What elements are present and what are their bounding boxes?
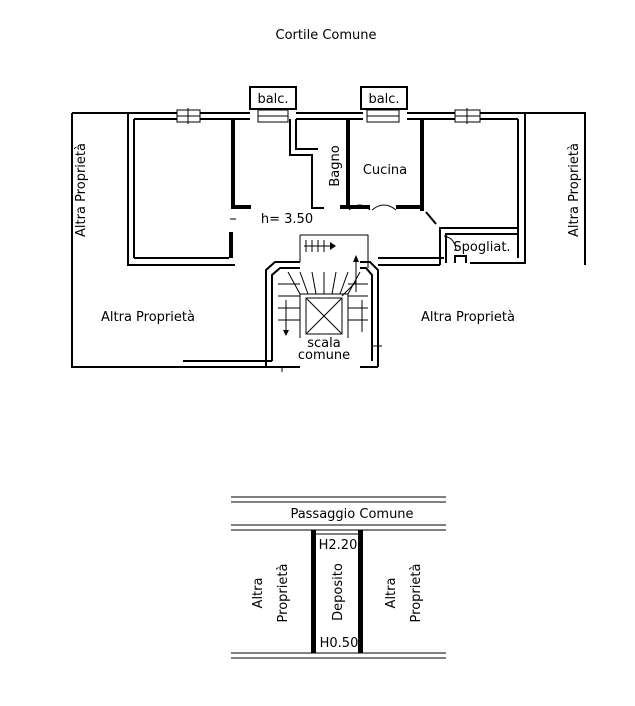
storage-neighbor-right-line2: Proprietà [409,564,424,623]
passage-label: Passaggio Comune [290,507,413,522]
stair-label-line1: scala [307,336,340,351]
storage-height-top: H2.20 [319,538,358,553]
common-staircase [265,255,382,372]
balcony-right-label: balc. [368,92,399,107]
neighbor-left-vertical: Altra Proprietà [74,143,89,237]
kitchen-label: Cucina [363,163,407,178]
facade-windows [176,108,481,124]
storage-neighbor-left-line1: Altra [251,578,266,609]
main-walls [71,112,586,368]
courtyard-label: Cortile Comune [276,28,377,43]
neighbor-left-below: Altra Proprietà [101,310,195,325]
balcony-left-label: balc. [257,92,288,107]
bathroom-label: Bagno [328,145,343,186]
storage-neighbor-right-line1: Altra [384,578,399,609]
stair-label-line2: comune [298,348,350,363]
ceiling-height-label: h= 3.50 [261,212,313,227]
storage-neighbor-left-line2: Proprietà [276,564,291,623]
stair-entry [299,234,369,268]
dressing-room-label: Spogliat. [453,240,510,255]
storage-label: Deposito [331,563,346,621]
neighbor-right-below: Altra Proprietà [421,310,515,325]
storage-height-bottom: H0.50 [320,636,359,651]
neighbor-right-vertical: Altra Proprietà [567,143,582,237]
balcony-left: balc. [249,86,297,110]
interior-walls [229,119,518,265]
storage-walls [231,496,446,659]
balcony-right: balc. [360,86,408,110]
